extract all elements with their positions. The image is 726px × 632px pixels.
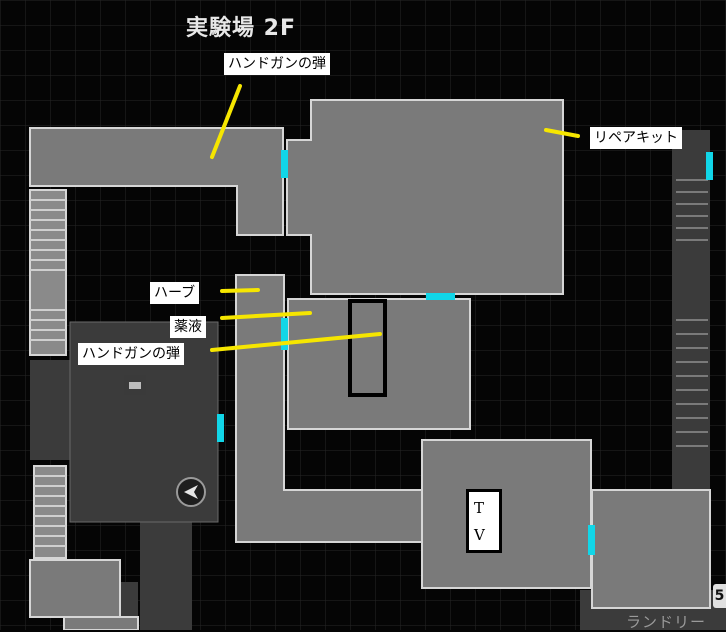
callout-herb: ハーブ bbox=[150, 282, 200, 304]
tv-letter-v: V bbox=[474, 526, 485, 544]
room-lower-center bbox=[421, 439, 592, 589]
callout-repair-kit: リペアキット bbox=[590, 127, 682, 149]
tv-marker: T V bbox=[466, 489, 502, 553]
callout-chemical: 薬液 bbox=[170, 316, 206, 338]
floor-title: 実験場 2F bbox=[186, 16, 296, 41]
item-box bbox=[348, 299, 387, 397]
save-point-icon bbox=[124, 375, 146, 395]
room-lower-right bbox=[591, 489, 711, 609]
compass-icon bbox=[176, 477, 206, 507]
room-upper-right bbox=[286, 99, 564, 295]
stairs-icon bbox=[29, 189, 67, 356]
tv-letter-t: T bbox=[474, 499, 485, 517]
map-edge-marker-icon: 5 bbox=[713, 584, 726, 608]
callout-handgun-ammo-2: ハンドガンの弾 bbox=[78, 343, 184, 365]
room-middle bbox=[287, 298, 471, 430]
callout-handgun-ammo: ハンドガンの弾 bbox=[224, 53, 330, 75]
room-upper-left-corridor bbox=[29, 127, 284, 236]
callout-lines bbox=[210, 84, 580, 352]
stairs-icon bbox=[676, 179, 708, 447]
area-label-laundry: ランドリー bbox=[626, 613, 707, 631]
stairs-icon bbox=[33, 465, 67, 559]
doors bbox=[217, 150, 713, 555]
room-lower-left bbox=[29, 559, 121, 618]
rooms bbox=[29, 99, 711, 630]
